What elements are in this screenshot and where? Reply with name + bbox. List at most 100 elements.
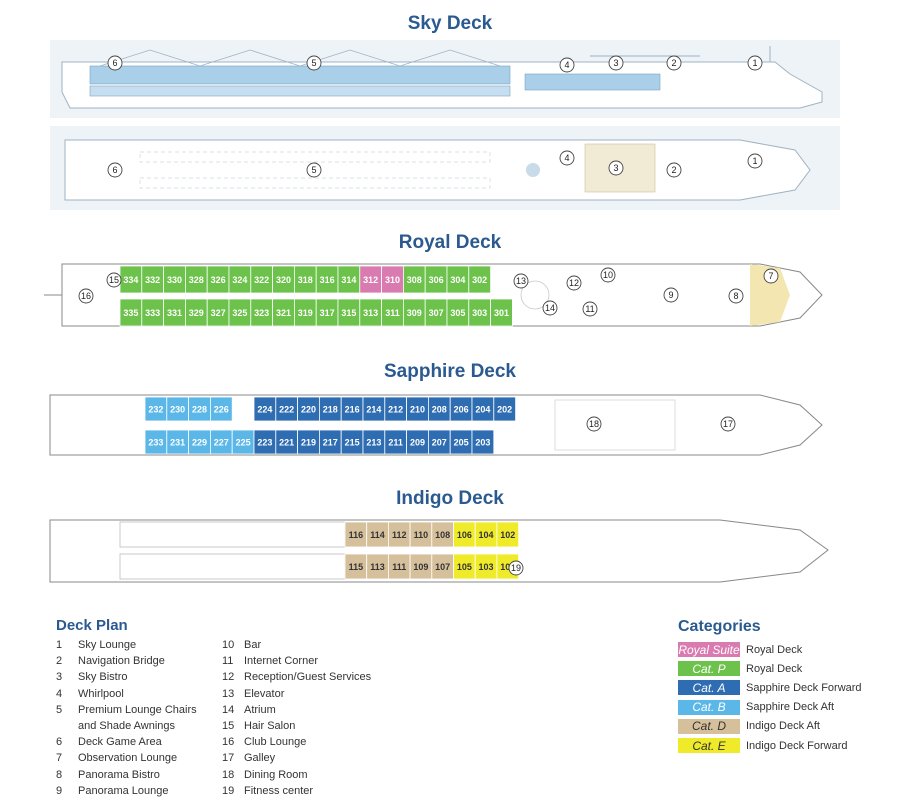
cabin-label-226: 226	[214, 405, 229, 415]
marker-4	[559, 150, 575, 166]
sky-deck-side-view	[50, 40, 840, 118]
legend-item-label: Internet Corner	[244, 655, 318, 668]
cabin-label-218: 218	[323, 405, 338, 415]
marker-18	[586, 416, 602, 432]
cabin-label-232: 232	[148, 405, 163, 415]
marker-1	[747, 55, 763, 71]
cabin-203	[471, 429, 495, 455]
legend-item: 1 Sky Lounge	[56, 637, 226, 653]
cabin-102	[496, 521, 519, 548]
cabin-label-222: 222	[279, 405, 294, 415]
cabin-label-324: 324	[232, 275, 247, 285]
cabin-label-110: 110	[414, 530, 429, 540]
marker-5	[306, 162, 322, 178]
legend-item-number: 8	[56, 768, 63, 781]
legend-item-label: Premium Lounge Chairs	[78, 703, 197, 716]
cabin-label-317: 317	[320, 308, 335, 318]
cabin-label-306: 306	[429, 275, 444, 285]
indigo-deck-title: Indigo Deck	[396, 488, 504, 509]
legend-item: 5 Premium Lounge Chairs	[56, 702, 226, 718]
marker-5	[306, 55, 322, 71]
legend-item-number: 13	[222, 687, 235, 700]
legend-item-label: Whirlpool	[78, 687, 124, 700]
legend-item-number: 18	[222, 768, 235, 781]
marker-label-3: 3	[613, 163, 618, 173]
marker-14	[542, 300, 558, 316]
cabin-label-212: 212	[388, 405, 403, 415]
marker-3	[608, 55, 624, 71]
cabin-label-114: 114	[370, 530, 385, 540]
marker-6	[107, 162, 123, 178]
cabin-label-330: 330	[167, 275, 182, 285]
legend-item-number: 17	[222, 752, 235, 765]
cabin-label-302: 302	[472, 275, 487, 285]
marker-label-1: 1	[752, 58, 757, 68]
legend-item-label: Atrium	[244, 703, 276, 716]
marker-label-6: 6	[112, 165, 117, 175]
indigo-deck-outline	[49, 519, 829, 583]
category-description: Royal Deck	[746, 643, 803, 656]
cabin-label-304: 304	[450, 275, 465, 285]
legend-item-number: 10	[222, 639, 235, 651]
cabin-label-204: 204	[475, 405, 490, 415]
cabin-202	[493, 396, 516, 422]
cabin-label-328: 328	[189, 275, 204, 285]
marker-1	[747, 153, 763, 169]
cabin-label-211: 211	[388, 438, 403, 448]
marker-label-16: 16	[81, 291, 91, 301]
legend-item-label: Elevator	[244, 687, 285, 700]
cabin-label-228: 228	[192, 405, 207, 415]
legend-item-number: 1	[56, 639, 63, 651]
cabin-label-233: 233	[148, 438, 163, 448]
cabin-label-303: 303	[472, 308, 487, 318]
legend-item-label: Hair Salon	[244, 720, 296, 733]
category-swatch: Cat. P	[678, 661, 740, 677]
legend-item-label: Panorama Bistro	[78, 768, 160, 781]
marker-label-4: 4	[564, 153, 569, 163]
marker-13	[513, 273, 529, 289]
cabin-label-213: 213	[366, 438, 381, 448]
cabin-label-229: 229	[192, 438, 207, 448]
legend-item-label: Sky Lounge	[78, 639, 137, 651]
marker-6	[107, 55, 123, 71]
cabin-226	[209, 396, 233, 422]
legend-item-label: Fitness center	[244, 784, 314, 797]
category-swatch: Royal Suite	[678, 642, 740, 658]
marker-label-11: 11	[585, 304, 594, 314]
category-description: Indigo Deck Forward	[746, 739, 848, 752]
cabin-label-319: 319	[298, 308, 313, 318]
cabin-label-102: 102	[500, 530, 515, 540]
legend-item-number: 2	[56, 655, 63, 668]
cabin-label-215: 215	[345, 438, 360, 448]
cabin-label-314: 314	[341, 275, 356, 285]
marker-label-19: 19	[511, 563, 521, 573]
cabin-label-223: 223	[257, 438, 272, 448]
cabin-label-231: 231	[170, 438, 185, 448]
cabin-label-318: 318	[298, 275, 313, 285]
marker-9	[663, 287, 679, 303]
marker-12	[566, 275, 582, 291]
marker-label-8: 8	[733, 291, 738, 301]
cabin-label-335: 335	[123, 308, 138, 318]
cabin-label-202: 202	[497, 405, 512, 415]
cabin-label-227: 227	[214, 438, 229, 448]
legend-item-number: 5	[56, 703, 63, 716]
cabin-label-329: 329	[189, 308, 204, 318]
marker-label-18: 18	[589, 419, 599, 429]
cabin-label-105: 105	[457, 562, 472, 572]
marker-label-17: 17	[723, 419, 733, 429]
cabin-label-225: 225	[236, 438, 251, 448]
categories-title: Categories	[678, 618, 761, 635]
